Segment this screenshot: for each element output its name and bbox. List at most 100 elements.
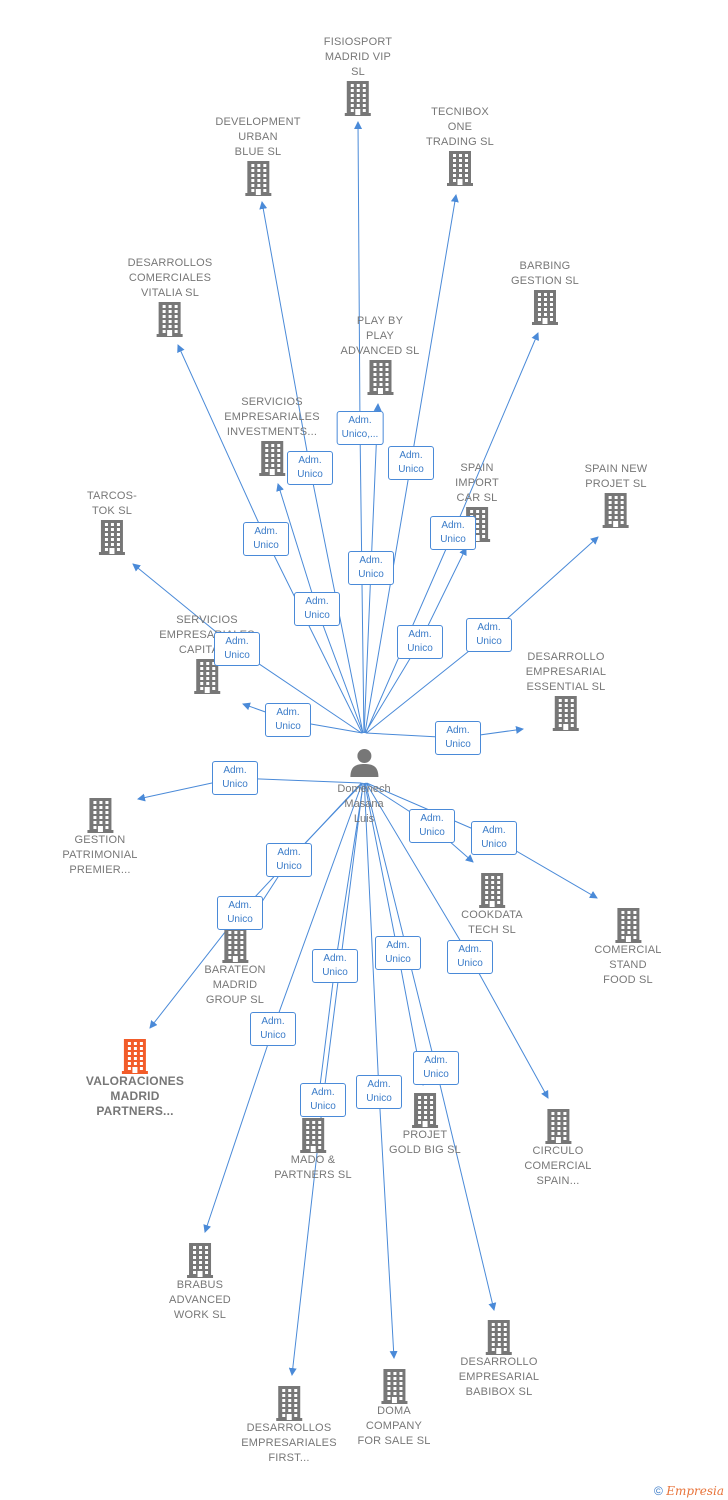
edge-label-comercial-stand[interactable]: Adm. Unico (471, 821, 517, 855)
company-node-cookdata[interactable]: COOKDATA TECH SL (461, 872, 523, 938)
building-icon (276, 1386, 302, 1421)
edge-label-servicios-capital[interactable]: Adm. Unico (265, 703, 311, 737)
edge-label-spain-import[interactable]: Adm. Unico (397, 625, 443, 659)
edge-label-development[interactable]: Adm. Unico (287, 451, 333, 485)
edge-label-barateon[interactable]: Adm. Unico (266, 843, 312, 877)
edge-desarrollo-babibox (364, 782, 497, 1311)
edge-label-gestion-patrimonial[interactable]: Adm. Unico (212, 761, 258, 795)
building-icon (485, 1320, 512, 1355)
company-name: BRABUS ADVANCED WORK SL (169, 1279, 231, 1321)
edge-doma (363, 782, 398, 1359)
company-node-barbing[interactable]: BARBING GESTION SL (511, 259, 579, 325)
building-icon (344, 81, 371, 116)
building-icon (156, 302, 183, 337)
company-node-desarrollos-first[interactable]: DESARROLLOS EMPRESARIALES FIRST... (241, 1385, 337, 1466)
company-node-gestion-patrimonial[interactable]: GESTION PATRIMONIAL PREMIER... (62, 797, 137, 878)
company-name: PROJET GOLD BIG SL (389, 1129, 461, 1156)
company-node-mado[interactable]: MADO & PARTNERS SL (274, 1117, 352, 1183)
edge-label-projet-gold[interactable]: Adm. Unico (375, 936, 421, 970)
company-name: DESARROLLOS COMERCIALES VITALIA SL (127, 257, 213, 299)
building-icon (603, 493, 629, 528)
company-node-circulo[interactable]: CIRCULO COMERCIAL SPAIN... (524, 1108, 591, 1189)
company-name: BARBING GESTION SL (510, 260, 580, 287)
company-name: DESARROLLOS EMPRESARIALES FIRST... (241, 1422, 337, 1464)
company-name: TECNIBOX ONE TRADING SL (425, 106, 495, 148)
edge-label-desarrollo-babibox[interactable]: Adm. Unico (413, 1051, 459, 1085)
company-node-playbyplay[interactable]: PLAY BY PLAY ADVANCED SL (340, 314, 419, 395)
company-node-tecnibox[interactable]: TECNIBOX ONE TRADING SL (426, 105, 494, 186)
building-icon (411, 1093, 438, 1128)
edge-label-servicios-investments[interactable]: Adm. Unico (294, 592, 340, 626)
building-icon (478, 873, 505, 908)
building-icon (194, 659, 220, 694)
company-node-comercial-stand[interactable]: COMERCIAL STAND FOOD SL (594, 907, 661, 988)
person-node-center[interactable]: Domenech Masana Luis (337, 747, 391, 827)
edge-label-cookdata[interactable]: Adm. Unico (409, 809, 455, 843)
company-name: MADO & PARTNERS SL (274, 1154, 352, 1181)
company-name: CIRCULO COMERCIAL SPAIN... (524, 1145, 592, 1187)
company-name: COMERCIAL STAND FOOD SL (594, 944, 662, 986)
company-name: SPAIN NEW PROJET SL (584, 463, 648, 490)
company-name: DEVELOPMENT URBAN BLUE SL (215, 116, 301, 158)
company-node-tarcos[interactable]: TARCOS- TOK SL (87, 489, 137, 555)
edge-label-mado[interactable]: Adm. Unico (312, 949, 358, 983)
edge-label-circulo[interactable]: Adm. Unico (447, 940, 493, 974)
company-name: SPAIN IMPORT CAR SL (455, 462, 499, 504)
company-node-fisiosport[interactable]: FISIOSPORT MADRID VIP SL (324, 35, 392, 116)
copyright-footer[interactable]: © Empresia (654, 1484, 724, 1498)
edge-label-brabus[interactable]: Adm. Unico (250, 1012, 296, 1046)
edge-label-tarcos[interactable]: Adm. Unico (214, 632, 260, 666)
brand-logo: Empresia (666, 1484, 724, 1498)
company-name: DESARROLLO EMPRESARIAL BABIBOX SL (458, 1356, 540, 1398)
company-name: DESARROLLO EMPRESARIAL ESSENTIAL SL (525, 651, 607, 693)
building-icon (221, 928, 248, 963)
edge-label-tecnibox[interactable]: Adm. Unico (388, 446, 434, 480)
building-icon (245, 161, 271, 196)
edge-label-desarrollos-vitalia[interactable]: Adm. Unico (243, 522, 289, 556)
company-name: COOKDATA TECH SL (461, 909, 523, 936)
building-icon (544, 1109, 571, 1144)
company-node-brabus[interactable]: BRABUS ADVANCED WORK SL (169, 1242, 231, 1323)
edge-label-spain-new[interactable]: Adm. Unico (466, 618, 512, 652)
edge-label-desarrollos-first[interactable]: Adm. Unico (300, 1083, 346, 1117)
company-node-projet-gold[interactable]: PROJET GOLD BIG SL (389, 1092, 461, 1158)
building-icon (381, 1369, 407, 1404)
building-icon (532, 290, 558, 325)
building-icon (186, 1243, 213, 1278)
company-name: PLAY BY PLAY ADVANCED SL (340, 315, 420, 357)
building-icon (464, 507, 490, 542)
company-node-spain-import[interactable]: SPAIN IMPORT CAR SL (455, 461, 499, 542)
company-node-doma[interactable]: DOMA COMPANY FOR SALE SL (357, 1368, 430, 1449)
company-node-valoraciones[interactable]: VALORACIONES MADRID PARTNERS... (86, 1038, 184, 1119)
copyright-symbol: © (654, 1484, 663, 1498)
building-icon (367, 360, 393, 395)
company-node-barateon[interactable]: BARATEON MADRID GROUP SL (204, 927, 265, 1008)
company-name: FISIOSPORT MADRID VIP SL (323, 36, 393, 78)
building-icon (552, 696, 579, 731)
company-node-development[interactable]: DEVELOPMENT URBAN BLUE SL (215, 115, 300, 196)
edge-label-doma[interactable]: Adm. Unico (356, 1075, 402, 1109)
company-node-spain-new[interactable]: SPAIN NEW PROJET SL (585, 462, 648, 528)
building-icon (259, 441, 285, 476)
company-name: SERVICIOS EMPRESARIALES INVESTMENTS... (224, 396, 320, 438)
company-name: DOMA COMPANY FOR SALE SL (357, 1405, 431, 1447)
company-node-servicios-investments[interactable]: SERVICIOS EMPRESARIALES INVESTMENTS... (224, 395, 320, 476)
building-icon (86, 798, 113, 833)
company-node-desarrollos-vitalia[interactable]: DESARROLLOS COMERCIALES VITALIA SL (128, 256, 213, 337)
company-node-desarrollo-babibox[interactable]: DESARROLLO EMPRESARIAL BABIBOX SL (459, 1319, 539, 1400)
edge-label-playbyplay[interactable]: Adm. Unico (348, 551, 394, 585)
edge-mado (313, 782, 364, 1111)
building-icon (99, 520, 125, 555)
edge-label-desarrollo-essential[interactable]: Adm. Unico (435, 721, 481, 755)
edge-label-valoraciones[interactable]: Adm. Unico (217, 896, 263, 930)
building-icon (446, 151, 473, 186)
company-name: GESTION PATRIMONIAL PREMIER... (62, 834, 138, 876)
building-icon (614, 908, 641, 943)
edge-label-fisiosport[interactable]: Adm. Unico,... (336, 411, 384, 445)
building-icon (122, 1039, 148, 1074)
edge-label-barbing[interactable]: Adm. Unico (430, 516, 476, 550)
company-name: TARCOS- TOK SL (86, 490, 138, 517)
person-icon (349, 749, 378, 777)
company-name: BARATEON MADRID GROUP SL (204, 964, 266, 1006)
company-node-desarrollo-essential[interactable]: DESARROLLO EMPRESARIAL ESSENTIAL SL (526, 650, 606, 731)
